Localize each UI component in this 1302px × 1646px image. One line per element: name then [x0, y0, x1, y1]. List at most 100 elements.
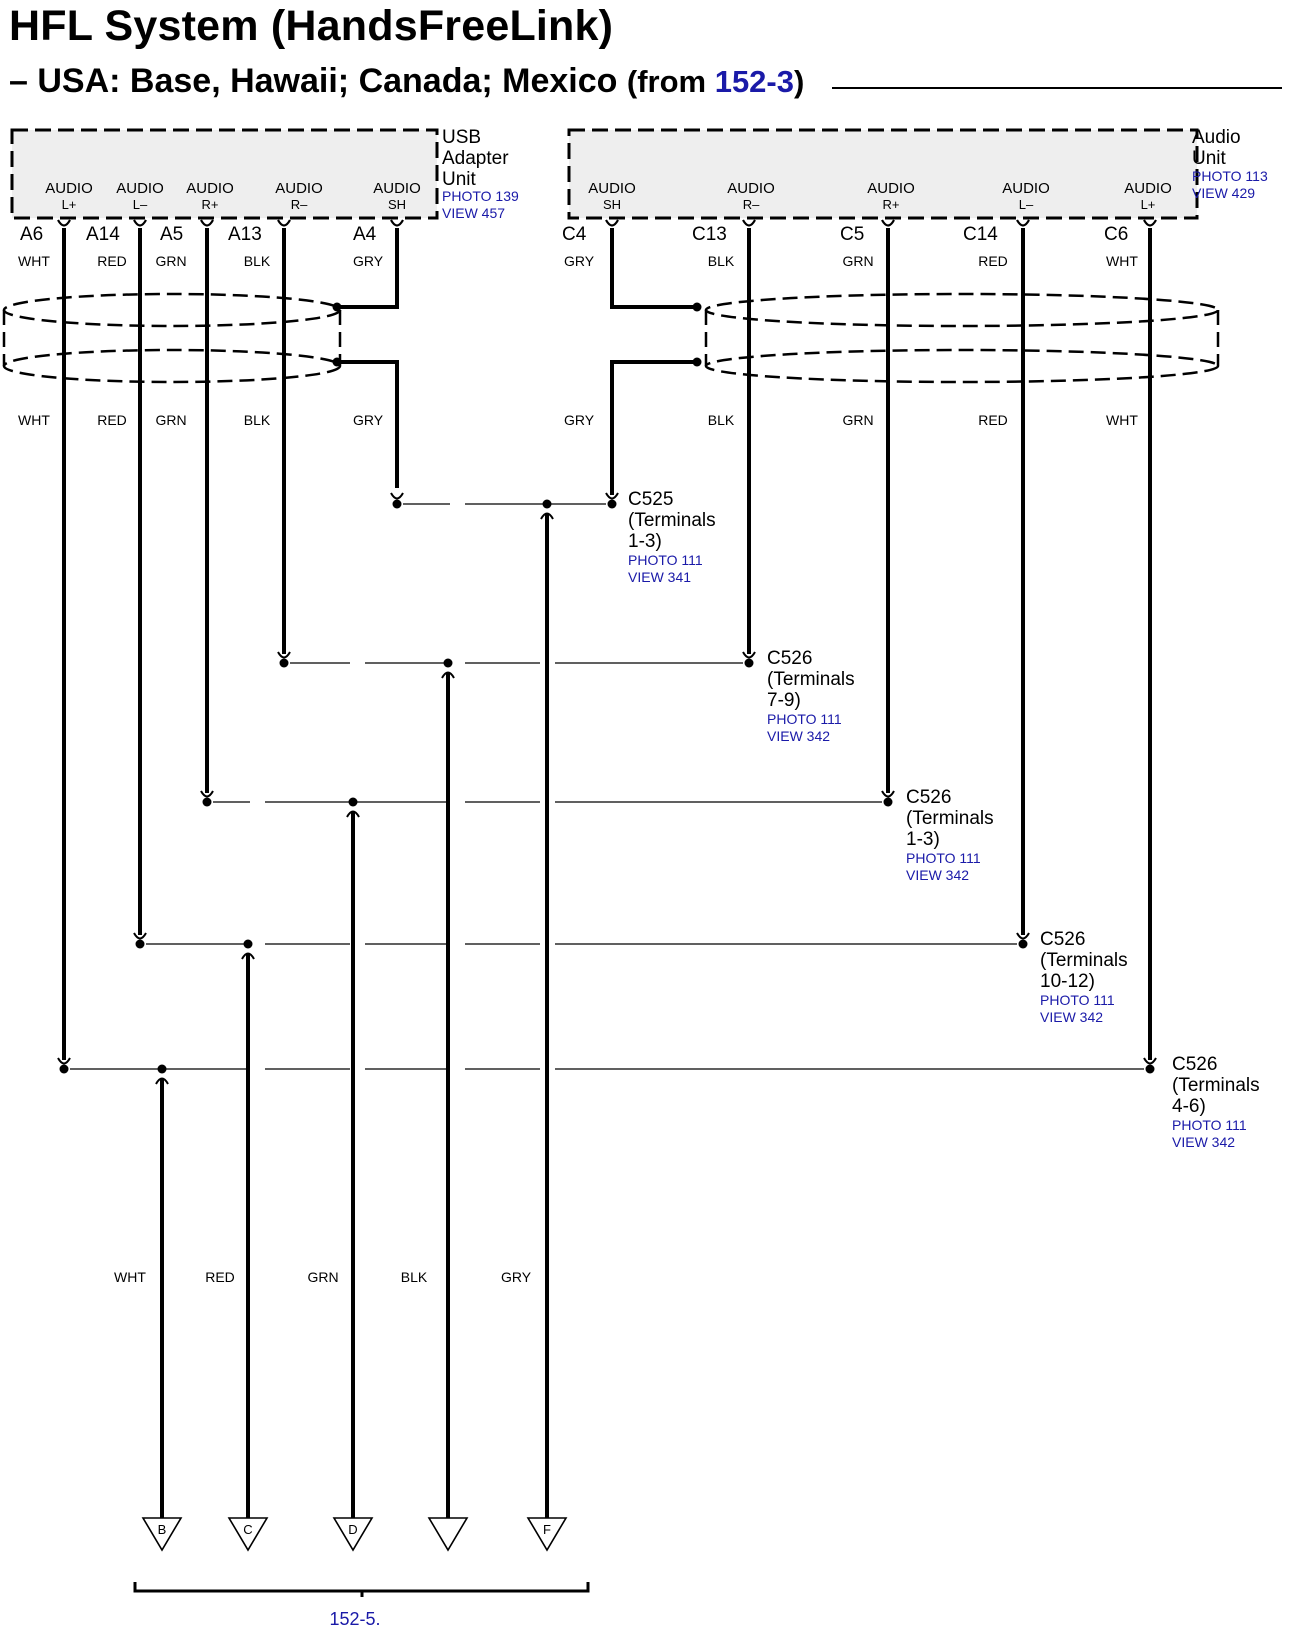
output-wire-color: BLK — [401, 1269, 428, 1285]
connector-view-ref[interactable]: VIEW 342 — [906, 867, 969, 883]
connector-name: C526 — [767, 648, 812, 669]
usb-terminal-label: A6 — [20, 224, 43, 245]
usb-shield-drain-bottom — [337, 360, 399, 488]
audio-terminal-label: C13 — [692, 224, 727, 245]
usb-pin-mark — [57, 219, 71, 227]
audio-shield-dot — [692, 302, 702, 312]
bus-tap-dot — [443, 658, 453, 668]
audio-pin-sublabel: L+ — [1141, 197, 1156, 212]
audio-pin-mark — [1016, 219, 1030, 227]
audio-unit-photo-ref[interactable]: PHOTO 113 — [1192, 168, 1268, 184]
audio-pin-mark — [881, 219, 895, 227]
connector-view-ref[interactable]: VIEW 342 — [767, 728, 830, 744]
connector-photo-ref[interactable]: PHOTO 111 — [628, 552, 703, 568]
connector-mark — [133, 932, 147, 940]
output-terminal-letter: B — [158, 1522, 167, 1537]
connector-view-ref[interactable]: VIEW 341 — [628, 569, 691, 585]
bus-dot — [279, 658, 289, 668]
subtitle-from-link[interactable]: 152-3 — [714, 64, 794, 99]
connector-terminals: (Terminals — [906, 808, 994, 829]
connector-photo-ref[interactable]: PHOTO 111 — [1172, 1117, 1247, 1133]
connector-photo-ref[interactable]: PHOTO 111 — [767, 711, 842, 727]
connector-mark — [200, 790, 214, 798]
audio-shield-cylinder — [704, 292, 1220, 384]
usb-terminal-label: A4 — [353, 224, 377, 245]
connector-photo-ref[interactable]: PHOTO 111 — [1040, 992, 1115, 1008]
connector-view-ref[interactable]: VIEW 342 — [1172, 1134, 1235, 1150]
usb-wire-color-top: RED — [97, 253, 127, 269]
connector-terminals: (Terminals — [767, 669, 855, 690]
audio-unit-name-line: Audio — [1192, 127, 1241, 148]
bus-dot — [1145, 1064, 1155, 1074]
bus-tap-dot — [542, 499, 552, 509]
connector-name: C525 — [628, 489, 673, 510]
audio-shield-drain-top — [610, 228, 697, 309]
bus-tap-dot — [243, 939, 253, 949]
usb-unit-name-line: Unit — [442, 169, 477, 190]
bus-dot — [1018, 939, 1028, 949]
usb-pin-sublabel: R+ — [202, 197, 219, 212]
output-terminal-letter: C — [243, 1522, 252, 1537]
audio-terminal-label: C5 — [840, 224, 864, 245]
audio-wire-color-top: GRN — [842, 253, 873, 269]
audio-wire-color-top: WHT — [1106, 253, 1138, 269]
continuation-brace — [133, 1582, 590, 1597]
usb-pin-sublabel: SH — [388, 197, 406, 212]
usb-wire-color-mid: WHT — [18, 412, 50, 428]
audio-wire-color-mid: BLK — [708, 412, 735, 428]
bus-dot — [202, 797, 212, 807]
subtitle-from-prefix: (from — [626, 64, 715, 99]
audio-unit-view-ref[interactable]: VIEW 429 — [1192, 185, 1255, 201]
usb-pin-sublabel: L– — [133, 197, 148, 212]
bus-dot — [392, 499, 402, 509]
connector-photo-ref[interactable]: PHOTO 111 — [906, 850, 981, 866]
usb-wire-color-top: BLK — [244, 253, 271, 269]
usb-wire-color-mid: BLK — [244, 412, 271, 428]
audio-wire-color-mid: GRY — [564, 412, 595, 428]
connector-mark — [390, 492, 404, 500]
connector-name: C526 — [1040, 929, 1085, 950]
audio-pin-label: AUDIO — [867, 180, 915, 197]
usb-wire-color-top: GRN — [155, 253, 186, 269]
usb-pin-mark — [390, 219, 404, 227]
usb-wire-color-top: GRY — [353, 253, 384, 269]
subtitle-from: (from 152-3) — [627, 64, 804, 99]
connector-terminals: (Terminals — [1172, 1075, 1260, 1096]
audio-shield-dot — [692, 357, 702, 367]
output-terminal-triangle — [332, 1517, 374, 1552]
connector-terminals: (Terminals — [1040, 950, 1128, 971]
usb-terminal-label: A5 — [160, 224, 183, 245]
usb-wire-color-mid: GRN — [155, 412, 186, 428]
usb-terminal-label: A14 — [86, 224, 120, 245]
page-subtitle: – USA: Base, Hawaii; Canada; Mexico (fro… — [9, 62, 804, 101]
usb-unit-name-line: USB — [442, 127, 481, 148]
connector-terminals: 10-12) — [1040, 971, 1095, 992]
usb-shield-dot — [332, 302, 342, 312]
usb-pin-label: AUDIO — [186, 180, 234, 197]
connector-view-ref[interactable]: VIEW 342 — [1040, 1009, 1103, 1025]
audio-terminal-label: C6 — [1104, 224, 1128, 245]
usb-pin-label: AUDIO — [116, 180, 164, 197]
output-terminal-triangle — [526, 1517, 568, 1552]
usb-unit-view-ref[interactable]: VIEW 457 — [442, 205, 505, 221]
audio-pin-label: AUDIO — [727, 180, 775, 197]
audio-pin-sublabel: R+ — [883, 197, 900, 212]
output-wire-color: RED — [205, 1269, 235, 1285]
audio-pin-mark — [1143, 219, 1157, 227]
audio-wire-color-mid: GRN — [842, 412, 873, 428]
usb-unit-photo-ref[interactable]: PHOTO 139 — [442, 188, 519, 204]
output-wire-color: WHT — [114, 1269, 146, 1285]
connector-terminals: (Terminals — [628, 510, 716, 531]
usb-pin-mark — [200, 219, 214, 227]
connector-mark — [742, 651, 756, 659]
bus-tap-dot — [157, 1064, 167, 1074]
usb-shield-cylinder — [2, 292, 342, 384]
continuation-link[interactable]: 152-5. — [329, 1609, 380, 1629]
audio-pin-sublabel: L– — [1019, 197, 1034, 212]
usb-wire-color-mid: GRY — [353, 412, 384, 428]
usb-adapter-unit-box — [10, 128, 439, 220]
usb-pin-sublabel: R– — [291, 197, 308, 212]
output-terminal-triangle — [227, 1517, 269, 1552]
page-title: HFL System (HandsFreeLink) — [9, 2, 614, 50]
